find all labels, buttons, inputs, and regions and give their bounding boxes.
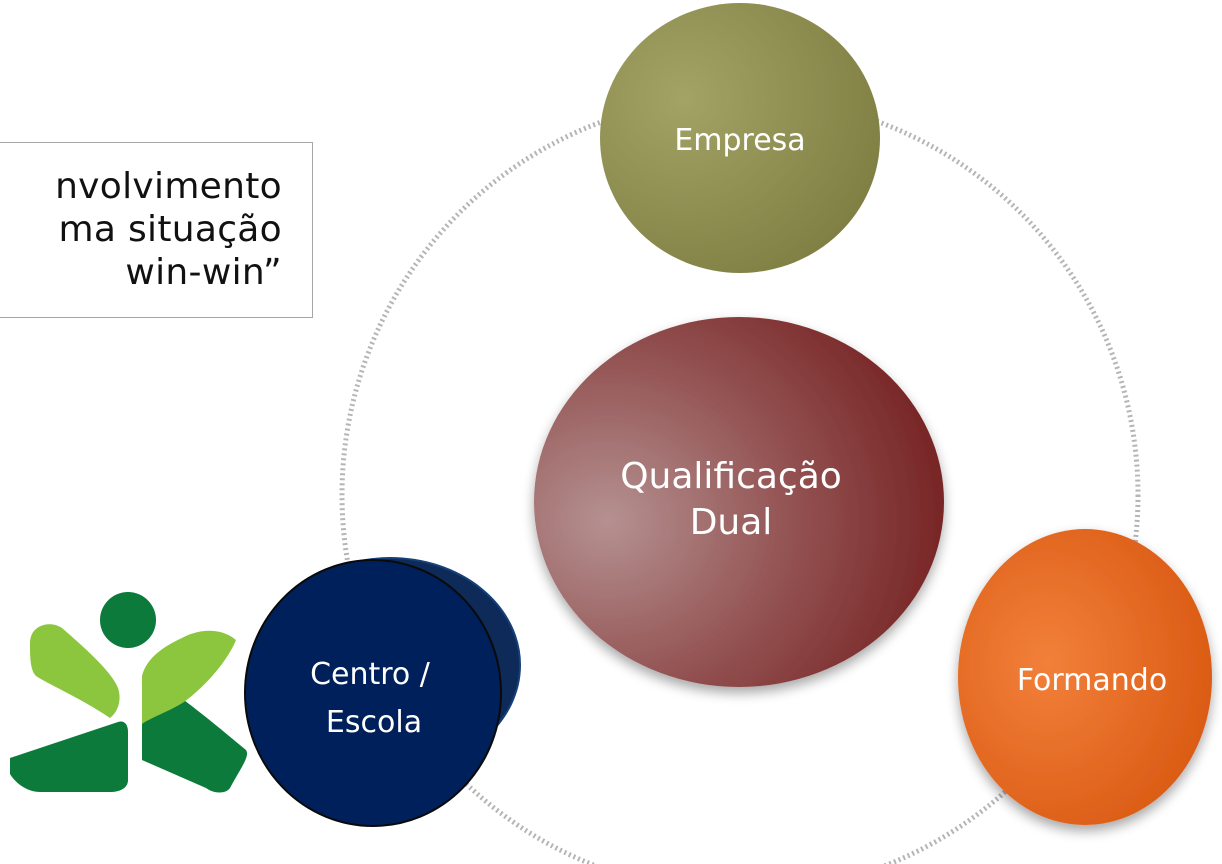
node-empresa: Empresa — [600, 3, 880, 273]
quote-box: nvolvimento ma situação win-win” — [0, 142, 313, 318]
node-formando: Formando — [958, 529, 1212, 825]
node-label: Dual — [690, 502, 773, 543]
quote-line: win-win” — [125, 252, 282, 293]
node-label: Formando — [1017, 663, 1167, 698]
node-label: Empresa — [674, 123, 805, 158]
node-label: Escola — [326, 705, 422, 740]
quote-line: ma situação — [58, 209, 282, 250]
svg-text:Qualificação: Qualificação — [620, 456, 842, 497]
svg-text:Empresa: Empresa — [674, 123, 805, 158]
node-qualificacao-dual: Qualificação Dual — [534, 317, 944, 687]
figure-logo-icon — [10, 592, 248, 793]
cycle-ring — [339, 94, 1141, 864]
node-label: Qualificação — [620, 456, 842, 497]
svg-text:Dual: Dual — [690, 502, 773, 543]
svg-text:Escola: Escola — [326, 705, 422, 740]
node-label: Centro / — [310, 657, 431, 692]
svg-text:Centro /: Centro / — [310, 657, 431, 692]
node-centro-escola: Centro / Escola — [244, 557, 521, 827]
quote-text: nvolvimento ma situação win-win” — [0, 165, 282, 294]
svg-text:Formando: Formando — [1017, 663, 1167, 698]
quote-line: nvolvimento — [55, 166, 282, 207]
